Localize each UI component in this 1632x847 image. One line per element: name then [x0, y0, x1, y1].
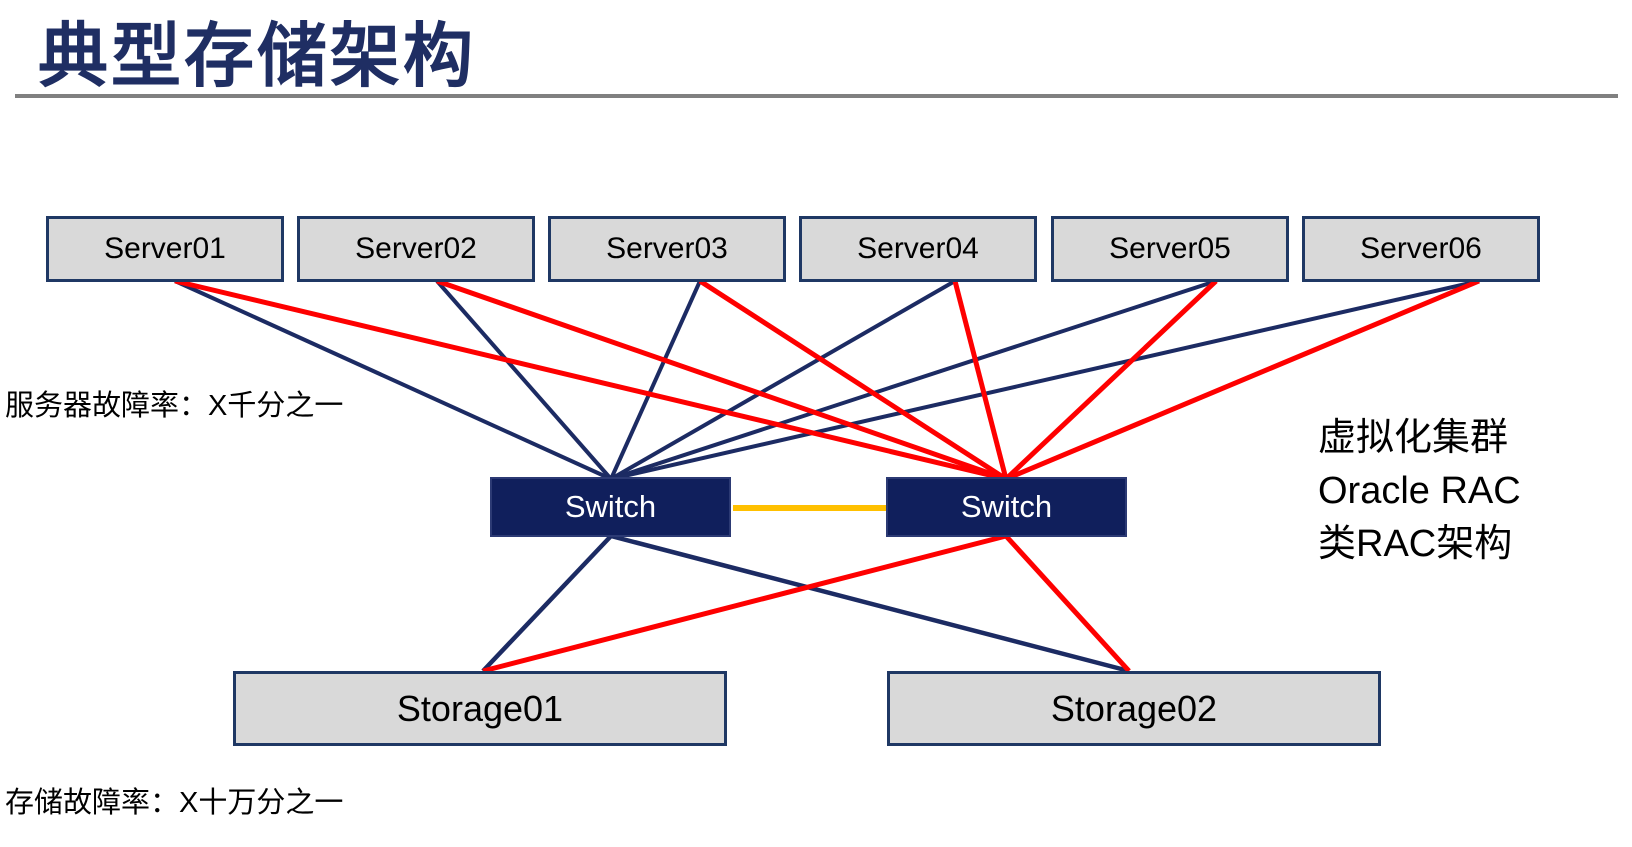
switch-node-right: Switch	[886, 477, 1127, 537]
server-node-02: Server02	[297, 216, 535, 282]
storage-node-02: Storage02	[887, 671, 1381, 746]
link-server01-switch-left	[174, 279, 612, 481]
switch-node-left: Switch	[490, 477, 731, 537]
server-node-04: Server04	[799, 216, 1037, 282]
link-server04-switch-right	[952, 280, 1009, 480]
side-note-line-2: Oracle RAC	[1318, 470, 1521, 512]
title-divider	[15, 94, 1618, 98]
link-server05-switch-right	[1004, 279, 1218, 481]
link-server01-switch-right	[174, 278, 1007, 482]
link-server02-switch-right	[436, 278, 1007, 482]
link-server03-switch-right	[698, 278, 1008, 482]
storage-node-01: Storage01	[233, 671, 727, 746]
link-switch-right-storage02	[1004, 534, 1131, 673]
link-switch-right-storage01	[482, 533, 1007, 674]
link-server03-switch-left	[609, 280, 702, 480]
side-note: 虚拟化集群 Oracle RAC 类RAC架构	[1318, 412, 1521, 571]
server-node-06: Server06	[1302, 216, 1540, 282]
label-storage-failure-rate: 存储故障率：X十万分之一	[5, 787, 344, 819]
link-switch-left-storage02	[610, 533, 1130, 674]
side-note-line-1: 虚拟化集群	[1318, 417, 1509, 459]
server-node-05: Server05	[1051, 216, 1289, 282]
link-server06-switch-right	[1005, 278, 1480, 482]
server-node-01: Server01	[46, 216, 284, 282]
side-note-line-3: 类RAC架构	[1318, 523, 1513, 565]
link-server06-switch-left	[610, 279, 1480, 481]
label-server-failure-rate: 服务器故障率：X千分之一	[5, 390, 344, 422]
link-switch-left-storage01	[481, 534, 613, 673]
page-title: 典型存储架构	[38, 17, 476, 95]
server-node-03: Server03	[548, 216, 786, 282]
link-server02-switch-left	[435, 279, 613, 481]
link-server05-switch-left	[610, 279, 1217, 481]
link-server04-switch-left	[610, 279, 956, 481]
